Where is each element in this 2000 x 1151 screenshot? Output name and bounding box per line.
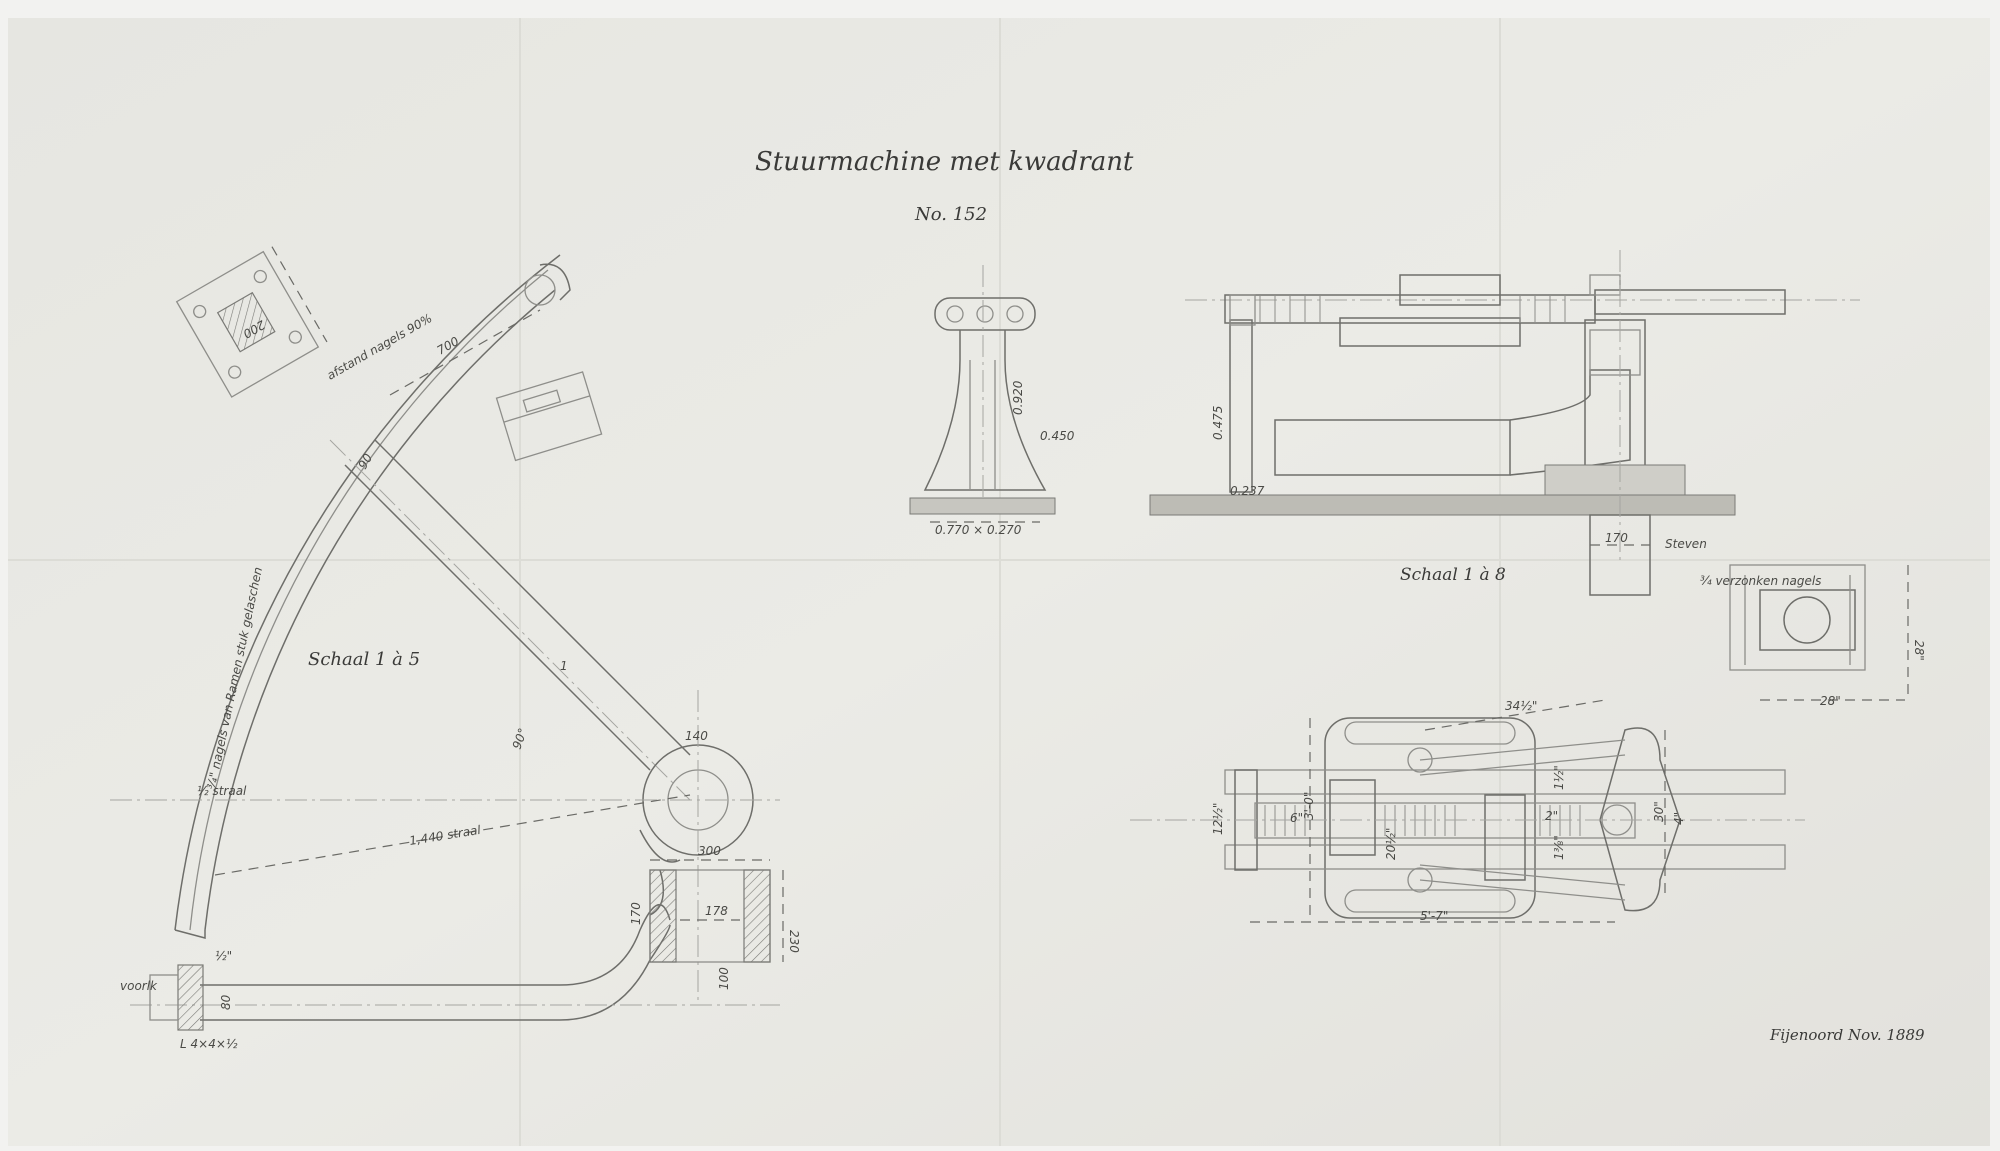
plan-3ft-label: 3'-0"	[1302, 792, 1316, 820]
detail-note-label: ¾ verzonken nagels	[1700, 574, 1821, 588]
plate-detail	[175, 246, 328, 398]
leg-0237-label: 0.237	[1230, 484, 1265, 498]
quadrant-scale-label: Schaal 1 à 5	[308, 649, 420, 670]
end-80-label: 80	[219, 994, 233, 1010]
signature: Fijenoord Nov. 1889	[1769, 1026, 1925, 1044]
machine-scale-label: Schaal 1 à 8	[1400, 565, 1506, 585]
quadrant-arc-outer	[174, 254, 561, 931]
pedestal-view: 0.770 × 0.270 0.920 0.450	[909, 265, 1075, 537]
angle-label: 90°	[510, 726, 530, 751]
arm-140-label: 140	[685, 729, 708, 743]
plan-view: 3'-0" 30" 5'-7" 34½" 20½" 12½" 1½" 1⅜" 2…	[1130, 699, 1805, 923]
plan-20-label: 20½"	[1384, 828, 1398, 860]
plan-57-label: 5'-7"	[1420, 909, 1448, 923]
deck-plank	[1149, 494, 1736, 516]
side-elevation: 170 Steven 0.475 0.237 Schaal 1 à 8	[1149, 250, 1860, 596]
hub-230-label: 230	[787, 930, 801, 953]
steven-label: Steven	[1665, 537, 1707, 551]
end-fitting	[177, 964, 204, 1031]
plan-13-label: 1⅜"	[1552, 835, 1566, 860]
hub-170-label: 170	[629, 902, 643, 925]
plan-15-label: 1½"	[1552, 765, 1566, 790]
drawing-title: Stuurmachine met kwadrant	[755, 147, 1134, 177]
end-voorl-label: voorlk	[120, 979, 158, 993]
plan-34-label: 34½"	[1505, 699, 1537, 713]
angle-detail	[495, 371, 603, 462]
angle-iron-label: L 4×4×½	[180, 1037, 238, 1051]
arm-1-label: 1	[560, 659, 568, 673]
pedestal-height-label: 0.920	[1011, 380, 1025, 415]
half-straal-label: ½ straal	[197, 784, 247, 798]
detail-28-bottom-label: 28"	[1820, 694, 1841, 708]
side-0475-label: 0.475	[1211, 406, 1225, 440]
hub-178-label: 178	[705, 904, 728, 918]
plan-6-label: 6"	[1290, 811, 1303, 825]
radius-dimension-line	[214, 794, 691, 876]
hub-100-label: 100	[717, 967, 731, 990]
plan-12-label: 12½"	[1211, 803, 1225, 835]
pedestal-width-label: 0.770 × 0.270	[935, 523, 1022, 537]
pedestal-0450-label: 0.450	[1040, 429, 1075, 443]
detail-28-right-label: 28"	[1912, 640, 1926, 661]
arm-90-label: 90	[355, 451, 375, 472]
half-inch-label: ½"	[215, 949, 232, 963]
fold-lines	[8, 18, 1990, 1146]
crosshead	[1599, 727, 1681, 912]
quadrant-arm	[344, 464, 651, 771]
steven-170-label: 170	[1605, 531, 1628, 545]
bearing-detail: 28" 28" ¾ verzonken nagels	[1700, 564, 1926, 708]
plan-30-label: 30"	[1652, 801, 1666, 822]
plan-4-label: 4"	[1672, 812, 1686, 825]
plan-2-label: 2"	[1545, 809, 1558, 823]
hub-300-label: 300	[698, 844, 721, 858]
drawing-number: No. 152	[914, 204, 987, 225]
